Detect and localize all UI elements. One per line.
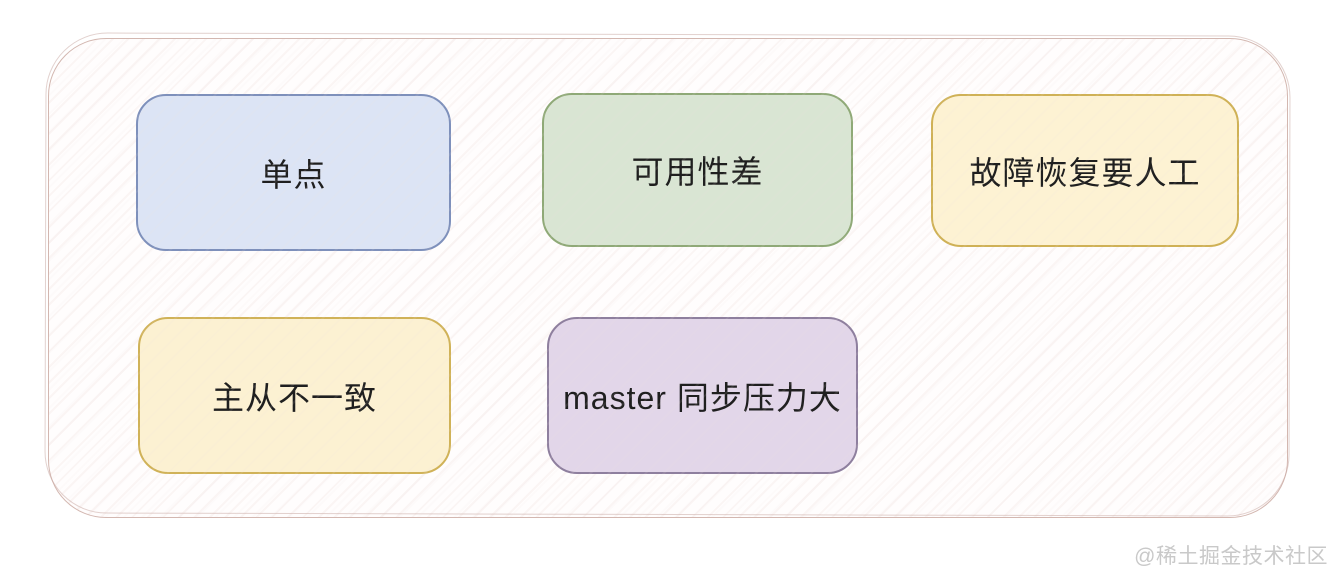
node-master-sync-pressure: master 同步压力大 <box>547 317 858 474</box>
node-label: master 同步压力大 <box>563 379 842 416</box>
node-label: 故障恢复要人工 <box>969 154 1201 191</box>
node-master-slave-inconsistency: 主从不一致 <box>138 317 451 474</box>
node-label: 单点 <box>260 156 327 193</box>
node-manual-failure-recovery: 故障恢复要人工 <box>931 94 1239 247</box>
node-label: 可用性差 <box>631 154 764 190</box>
node-single-point: 单点 <box>136 94 451 251</box>
node-label: 主从不一致 <box>211 379 377 416</box>
node-poor-availability: 可用性差 <box>542 93 853 247</box>
outer-frame: 单点 可用性差 故障恢复要人工 主从不一致 master 同步压力大 <box>48 38 1288 518</box>
watermark: @稀土掘金技术社区 <box>1134 545 1328 568</box>
